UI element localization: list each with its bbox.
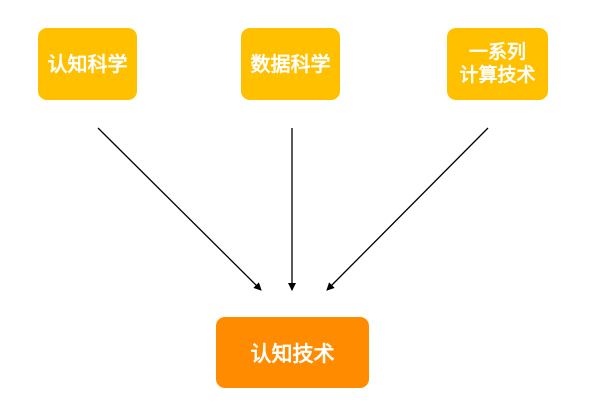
node-cognitive-technology-label: 认知技术 <box>250 341 335 366</box>
node-computing-technologies-label-line-2: 计算技术 <box>459 64 536 86</box>
node-cognitive-science: 认知科学 <box>38 28 137 100</box>
node-data-science: 数据科学 <box>241 28 340 100</box>
node-cognitive-technology: 认知技术 <box>216 317 369 388</box>
arrow-computing-tech-to-target <box>326 127 489 291</box>
node-computing-technologies: 一系列 计算技术 <box>447 28 548 100</box>
arrow-cognitive-science-to-target <box>97 127 262 291</box>
node-cognitive-science-label: 认知科学 <box>47 52 128 76</box>
node-data-science-label: 数据科学 <box>250 52 331 76</box>
node-computing-technologies-label-line-1: 一系列 <box>468 41 526 64</box>
